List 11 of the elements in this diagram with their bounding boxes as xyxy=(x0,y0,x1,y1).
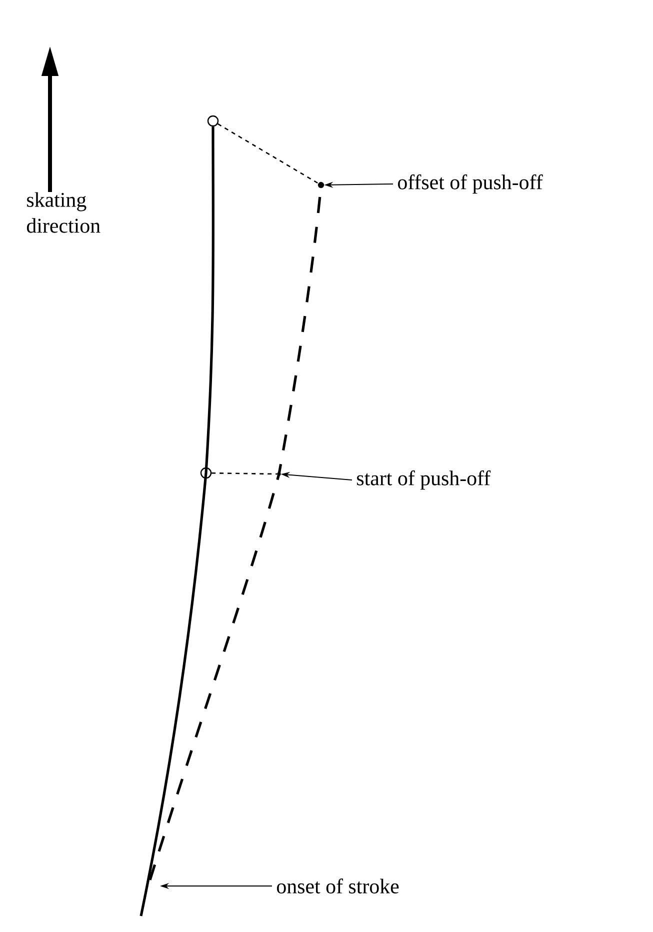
direction-label: skating direction xyxy=(26,192,100,233)
open-circle xyxy=(207,115,219,127)
annotation-text: start of push-off xyxy=(357,470,491,490)
dotted-connector xyxy=(217,123,319,184)
annotation-text: onset of stroke xyxy=(276,878,399,894)
annotation-text: offset of push-off xyxy=(398,174,543,194)
point-marker xyxy=(277,472,281,476)
open-circle xyxy=(200,467,212,479)
point-marker xyxy=(318,182,324,188)
dotted-connector xyxy=(212,472,278,475)
skate-track xyxy=(140,126,214,916)
